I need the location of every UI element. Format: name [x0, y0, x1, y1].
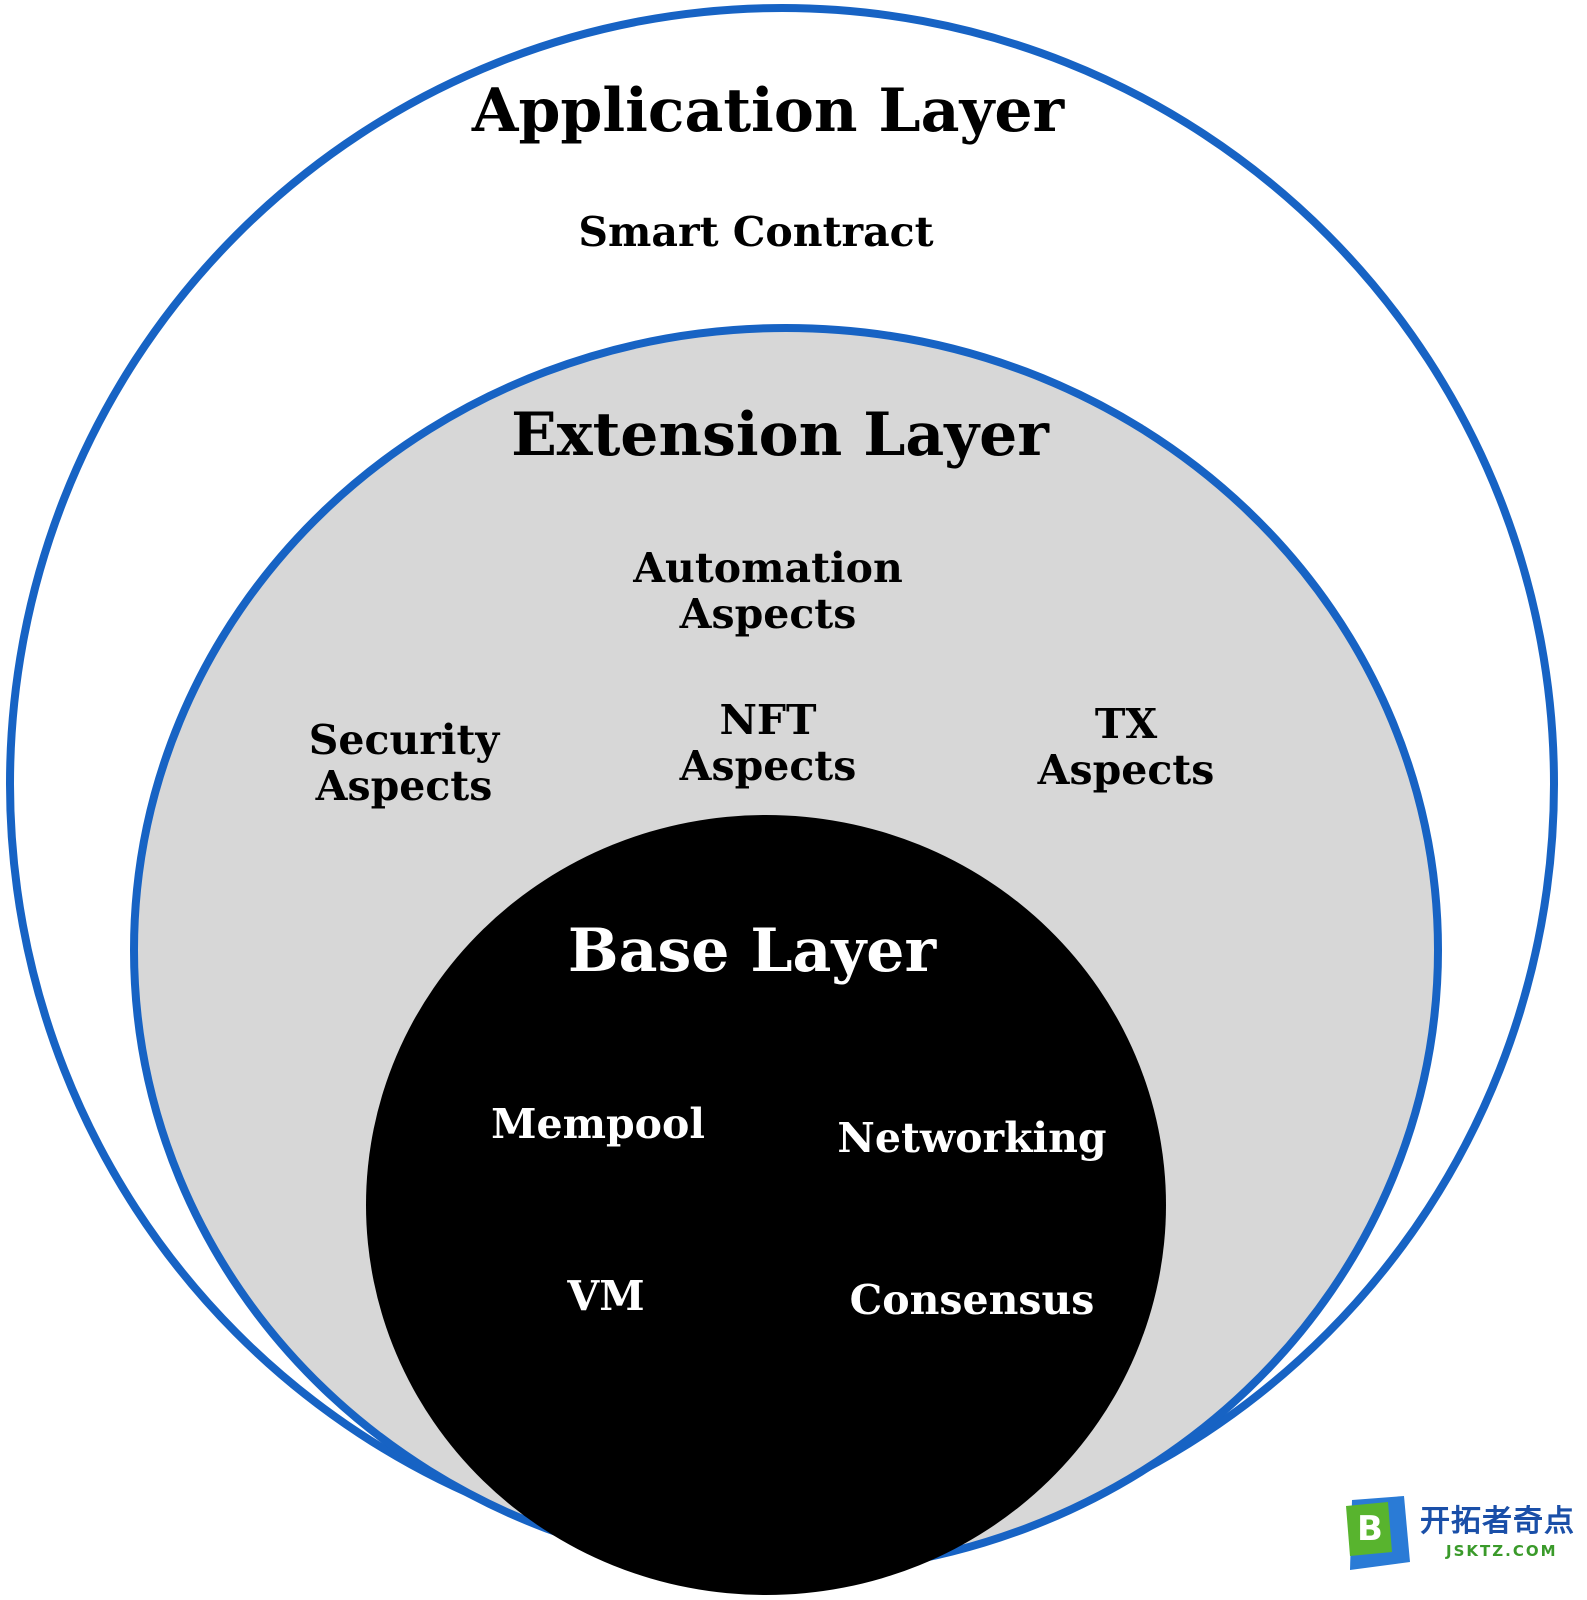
application-layer-title: Application Layer	[471, 76, 1065, 146]
watermark-url: JSKTZ.COM	[1446, 1542, 1558, 1560]
badge-icon: B	[1346, 1496, 1410, 1570]
extension-layer-title: Extension Layer	[511, 400, 1049, 470]
nft-aspects-label: NFT Aspects	[679, 696, 857, 790]
watermark-name: 开拓者奇点	[1420, 1504, 1575, 1539]
automation-aspects-label: Automation Aspects	[633, 544, 903, 638]
base-layer-circle	[366, 815, 1166, 1595]
vm-label: VM	[567, 1272, 645, 1320]
tx-aspects-label: TX Aspects	[1037, 700, 1215, 794]
watermark-logo: B 开拓者奇点 JSKTZ.COM	[1342, 1486, 1582, 1590]
security-aspects-label: Security Aspects	[308, 716, 500, 810]
networking-label: Networking	[837, 1114, 1107, 1162]
badge-letter: B	[1357, 1509, 1383, 1549]
smart-contract-label: Smart Contract	[578, 208, 934, 256]
base-layer-title: Base Layer	[567, 916, 937, 986]
mempool-label: Mempool	[491, 1100, 705, 1148]
consensus-label: Consensus	[849, 1276, 1095, 1324]
